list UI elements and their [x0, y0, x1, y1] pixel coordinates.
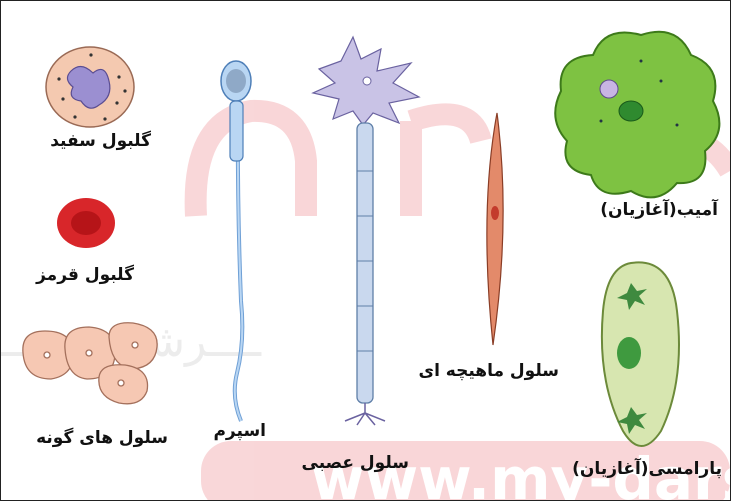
paramecium — [602, 262, 679, 446]
red-blood-cell-label: گلبول قرمز — [36, 265, 134, 285]
amoeba-label: آمیب(آغازیان) — [600, 200, 718, 220]
neuron — [313, 37, 419, 425]
white-blood-cell-label: گلبول سفید — [50, 131, 151, 151]
amoeba — [555, 32, 719, 198]
epithelial-cells — [23, 323, 157, 404]
neuron-label: سلول عصبی — [302, 453, 410, 473]
muscle-cell-label: سلول ماهیچه ای — [418, 361, 559, 381]
epithelial-cells-label: سلول های گونه — [36, 428, 168, 448]
muscle-cell — [487, 113, 503, 345]
paramecium-label: پارامسی(آغازیان) — [572, 459, 722, 479]
white-blood-cell — [46, 47, 134, 127]
sperm-label: اسپرم — [213, 421, 266, 441]
red-blood-cell — [57, 198, 115, 248]
